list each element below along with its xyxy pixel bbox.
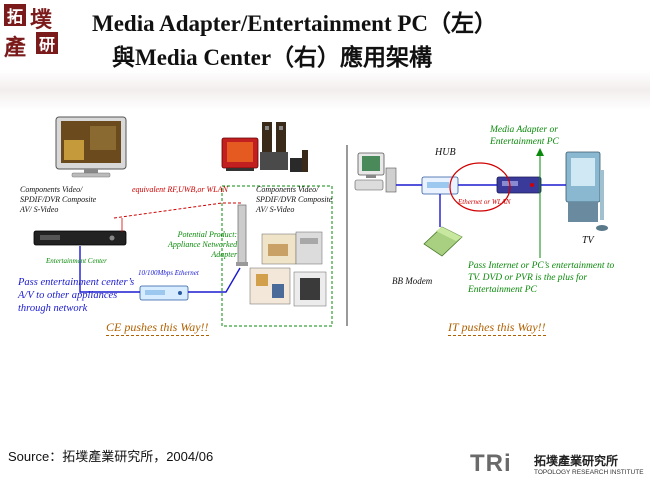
ethernet-wlan-label: Ethernet or WLAN (458, 198, 511, 206)
right-media-adapter-icon (496, 176, 542, 194)
green-pointer-arrow (536, 148, 544, 156)
bb-modem-label: BB Modem (392, 276, 433, 286)
audio-components-label: Components Video/ SPDIF/DVR Composite AV… (256, 185, 333, 214)
wireless-link-line (113, 202, 243, 219)
right-pass-note: Pass Internet or PC’s entertainment to T… (468, 261, 615, 295)
logo-char-3: 產 (4, 35, 27, 61)
logo-char-1: 拓 (4, 4, 26, 26)
page-title-line1: Media Adapter/Entertainment PC（左） (92, 11, 498, 36)
networked-adapter-label: Potential Product: Appliance Networked A… (168, 230, 238, 259)
left-pass-note: Pass entertainment center’s A/V to other… (18, 277, 135, 314)
link-highlight-ellipse (449, 162, 511, 212)
logo-top-left: 拓 墣 產 研 (2, 2, 62, 61)
left-ethernet-line (79, 246, 241, 293)
logo-char-2: 墣 (30, 7, 53, 33)
title-shadow-band (0, 70, 650, 110)
tri-logo-mark: TRi (470, 450, 512, 477)
entertainment-center-label: Entertainment Center (46, 257, 107, 265)
tv-components-label: Components Video/ SPDIF/DVR Composite AV… (20, 185, 97, 214)
entertainment-center-device-icon (33, 230, 127, 246)
networked-adapter-tower-icon (236, 204, 248, 266)
hub-label: HUB (435, 147, 456, 158)
page-title-line2: 與Media Center（右）應用架構 (112, 45, 433, 70)
bb-modem-icon (423, 226, 463, 257)
tri-logo-chinese: 拓墣產業研究所 (534, 454, 619, 468)
it-push-label: IT pushes this Way!! (448, 320, 546, 336)
left-tv-icon (55, 116, 127, 178)
right-tv-icon (565, 151, 608, 231)
source-caption: Source：拓墣產業研究所，2004/06 (8, 449, 214, 464)
ethernet-speed-label: 10/100Mbps Ethernet (138, 269, 199, 277)
tri-logo: TRi 拓墣產業研究所 TOPOLOGY RESEARCH INSTITUTE (470, 450, 646, 482)
appliance-photo-collage (249, 231, 327, 307)
left-media-adapter-icon (139, 285, 189, 301)
tri-logo-english: TOPOLOGY RESEARCH INSTITUTE (534, 469, 644, 476)
home-theater-icon (221, 122, 308, 172)
hub-device-icon (421, 176, 459, 195)
tv-label: TV (582, 235, 594, 246)
adapter-group-frame (221, 185, 333, 327)
ce-push-label: CE pushes this Way!! (106, 320, 209, 336)
media-adapter-label: Media Adapter or Entertainment PC (490, 125, 559, 147)
wireless-link-label: equivalent RF,UWB,or WLAN (132, 185, 228, 194)
desktop-pc-icon (354, 152, 397, 193)
logo-char-4: 研 (36, 32, 58, 54)
